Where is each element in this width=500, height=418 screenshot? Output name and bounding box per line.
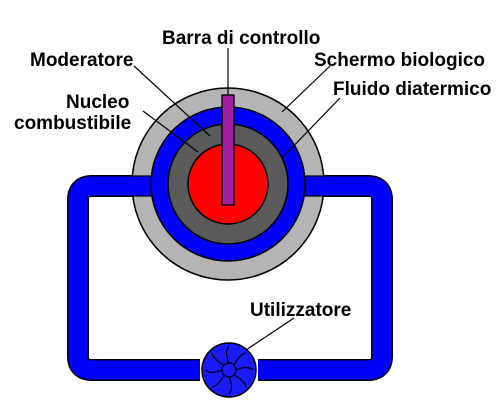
- leader-biological-shield: [281, 65, 331, 113]
- turbine-icon: [201, 342, 257, 398]
- label-heat-transfer-fluid: Fluido diatermico: [333, 79, 492, 100]
- label-nuclear-fuel-line2: combustibile: [14, 113, 132, 134]
- leader-nuclear-fuel: [142, 110, 199, 153]
- coolant-pipe-right: [258, 176, 392, 380]
- leader-user-load: [245, 317, 295, 351]
- label-nuclear-fuel-line1: Nucleo: [66, 92, 130, 113]
- label-control-rod: Barra di controllo: [162, 28, 321, 49]
- leader-lines: [133, 48, 341, 351]
- label-user-load: Utilizzatore: [250, 300, 352, 321]
- leader-moderator: [133, 65, 211, 137]
- label-moderator: Moderatore: [30, 50, 134, 71]
- control-rod: [221, 94, 235, 206]
- label-biological-shield: Schermo biologico: [314, 50, 486, 71]
- coolant-loop: [67, 175, 393, 381]
- leader-heat-transfer-fluid: [281, 97, 341, 159]
- coolant-pipe-left: [68, 176, 200, 380]
